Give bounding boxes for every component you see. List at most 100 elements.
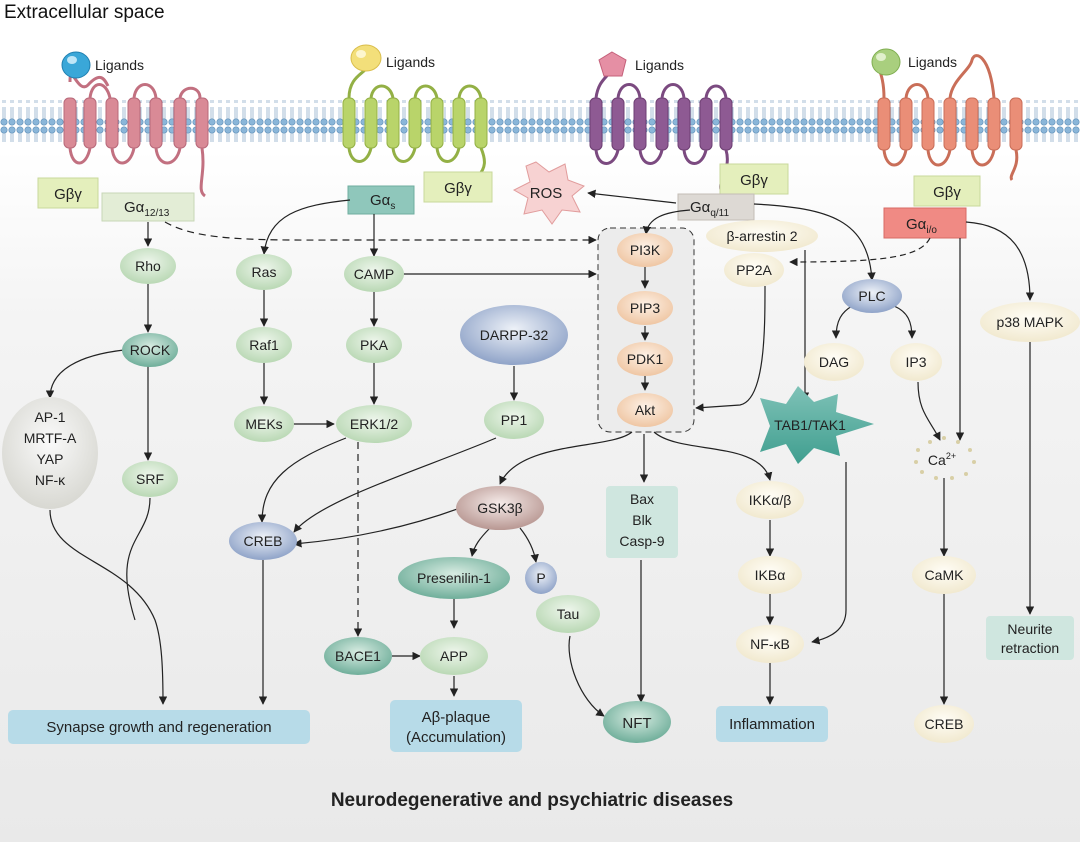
svg-text:CREB: CREB xyxy=(925,716,964,732)
node-tau: Tau xyxy=(536,595,600,633)
svg-text:PIP3: PIP3 xyxy=(630,300,661,316)
svg-text:NF-κB: NF-κB xyxy=(750,636,790,652)
svg-text:BACE1: BACE1 xyxy=(335,648,381,664)
outcome-abeta: Aβ-plaque (Accumulation) xyxy=(390,700,522,752)
svg-text:Tau: Tau xyxy=(557,606,580,622)
node-app: APP xyxy=(420,637,488,675)
svg-text:Rho: Rho xyxy=(135,258,161,274)
node-camp: CAMP xyxy=(344,256,404,292)
svg-text:APP: APP xyxy=(440,648,468,664)
pathway-arrows xyxy=(45,189,1035,717)
svg-text:PLC: PLC xyxy=(858,288,885,304)
svg-text:NF-κ: NF-κ xyxy=(35,472,66,488)
ligand-pentagon-3 xyxy=(598,51,627,77)
svg-text:GSK3β: GSK3β xyxy=(477,500,522,516)
node-plc: PLC xyxy=(842,279,902,313)
node-pip3: PIP3 xyxy=(617,291,673,325)
receptor-3: Ligands xyxy=(589,51,733,193)
svg-text:IP3: IP3 xyxy=(905,354,926,370)
gby-box-3: Gβγ xyxy=(719,163,789,195)
node-neurite-retraction: Neurite retraction xyxy=(986,616,1074,660)
receptor-1: Ligands xyxy=(61,51,209,198)
svg-text:(Accumulation): (Accumulation) xyxy=(406,729,506,746)
node-dag: DAG xyxy=(804,343,864,381)
node-calcium: Ca2+ xyxy=(914,436,976,480)
svg-text:TAB1/TAK1: TAB1/TAK1 xyxy=(774,417,846,433)
svg-text:NFT: NFT xyxy=(622,715,651,732)
node-erk: ERK1/2 xyxy=(336,405,412,443)
svg-text:Aβ-plaque: Aβ-plaque xyxy=(422,709,491,726)
svg-text:Gα12/13: Gα12/13 xyxy=(124,199,170,219)
svg-text:Akt: Akt xyxy=(635,402,655,418)
gas-box: Gαs xyxy=(347,185,415,215)
node-pdk1: PDK1 xyxy=(617,342,673,376)
svg-text:PP1: PP1 xyxy=(501,412,528,428)
node-pi3k: PI3K xyxy=(617,233,673,267)
gai-box: Gαi/o xyxy=(883,207,967,239)
node-ap1-group: AP-1 MRTF-A YAP NF-κ xyxy=(2,397,98,509)
svg-text:Casp-9: Casp-9 xyxy=(619,533,664,549)
svg-text:Gαq/11: Gαq/11 xyxy=(690,199,730,219)
svg-text:DARPP-32: DARPP-32 xyxy=(480,327,549,343)
node-ras: Ras xyxy=(236,254,292,290)
gby-box-1: Gβγ xyxy=(37,177,99,209)
svg-text:Bax: Bax xyxy=(630,491,654,507)
svg-text:Neurite: Neurite xyxy=(1007,621,1052,637)
diseases-label: Neurodegenerative and psychiatric diseas… xyxy=(331,790,733,811)
ligand-label-2: Ligands xyxy=(386,54,435,70)
svg-text:PKA: PKA xyxy=(360,337,389,353)
svg-text:Gαs: Gαs xyxy=(370,192,395,212)
ligand-label-4: Ligands xyxy=(908,54,957,70)
svg-text:Inflammation: Inflammation xyxy=(729,716,815,733)
node-presenilin1: Presenilin-1 xyxy=(398,557,510,599)
node-darpp32: DARPP-32 xyxy=(460,305,568,365)
svg-text:IKKα/β: IKKα/β xyxy=(749,492,792,508)
svg-text:CREB: CREB xyxy=(244,533,283,549)
node-pka: PKA xyxy=(346,327,402,363)
svg-text:p38 MAPK: p38 MAPK xyxy=(997,314,1065,330)
node-rho: Rho xyxy=(120,248,176,284)
svg-text:SRF: SRF xyxy=(136,471,164,487)
ga1213-box: Gα12/13 xyxy=(101,192,195,222)
node-pp1: PP1 xyxy=(484,401,544,439)
node-creb-1: CREB xyxy=(229,522,297,560)
node-ip3: IP3 xyxy=(890,343,942,381)
svg-text:AP-1: AP-1 xyxy=(34,409,65,425)
svg-text:Ca2+: Ca2+ xyxy=(928,451,956,468)
svg-text:Blk: Blk xyxy=(632,512,652,528)
svg-text:Gβγ: Gβγ xyxy=(933,184,961,201)
svg-text:CaMK: CaMK xyxy=(925,567,965,583)
svg-text:ROCK: ROCK xyxy=(130,342,171,358)
node-tab1-tak1: TAB1/TAK1 xyxy=(760,386,874,464)
extracellular-label: Extracellular space xyxy=(4,2,165,23)
node-ikba: IKBα xyxy=(738,556,802,594)
receptor-2: Ligands xyxy=(342,44,488,178)
svg-text:Presenilin-1: Presenilin-1 xyxy=(417,570,491,586)
node-nfkb: NF-κB xyxy=(736,625,804,663)
svg-text:P: P xyxy=(536,570,545,586)
node-barrestin2: β-arrestin 2 xyxy=(706,220,818,252)
node-rock: ROCK xyxy=(122,333,178,367)
node-nft: NFT xyxy=(603,701,671,743)
svg-text:PP2A: PP2A xyxy=(736,262,772,278)
node-gsk3b: GSK3β xyxy=(456,486,544,530)
outcome-inflammation: Inflammation xyxy=(716,706,828,742)
node-raf1: Raf1 xyxy=(236,327,292,363)
ligand-label-1: Ligands xyxy=(95,57,144,73)
node-akt: Akt xyxy=(617,393,673,427)
outcome-synapse: Synapse growth and regeneration xyxy=(8,710,310,744)
svg-text:PI3K: PI3K xyxy=(630,242,661,258)
svg-text:Synapse growth and regeneratio: Synapse growth and regeneration xyxy=(46,719,271,736)
svg-text:DAG: DAG xyxy=(819,354,849,370)
svg-text:ROS: ROS xyxy=(530,185,563,202)
ligand-label-3: Ligands xyxy=(635,57,684,73)
svg-text:Gβγ: Gβγ xyxy=(444,180,472,197)
gby-box-2: Gβγ xyxy=(423,171,493,203)
node-ikk: IKKα/β xyxy=(736,481,804,519)
svg-text:IKBα: IKBα xyxy=(755,567,786,583)
ligand-ball-1 xyxy=(61,51,91,79)
svg-text:MRTF-A: MRTF-A xyxy=(24,430,77,446)
ligand-ball-2 xyxy=(350,44,382,72)
